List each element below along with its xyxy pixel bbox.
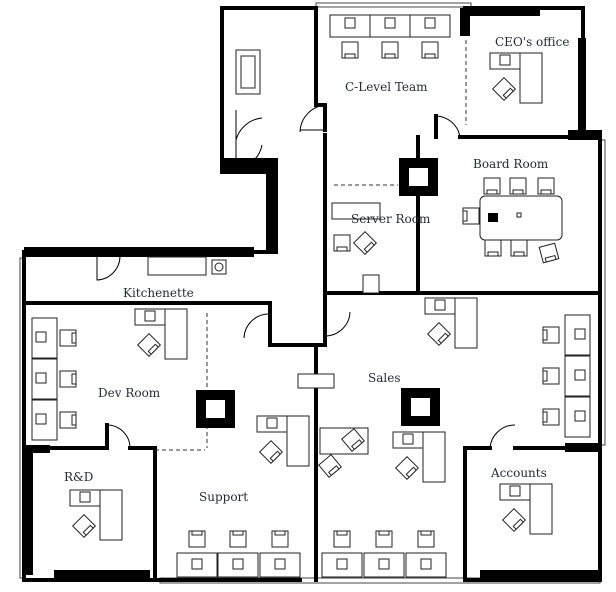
monitor [344, 17, 356, 29]
pillars [196, 158, 440, 428]
chair-back [82, 524, 94, 536]
chair-back [269, 450, 281, 462]
chair-back [336, 246, 348, 252]
chair-back [71, 414, 77, 426]
monitor [574, 369, 586, 381]
chair-back [437, 332, 449, 344]
door[interactable] [106, 424, 131, 449]
chair-back [540, 189, 552, 195]
monitor [434, 299, 446, 311]
monitor [79, 491, 91, 503]
chair-back [542, 411, 548, 423]
monitor [144, 310, 156, 322]
door[interactable] [96, 252, 121, 281]
server-rack [362, 274, 380, 294]
label-kitchenette: Kitchenette [123, 286, 194, 300]
monitor [266, 417, 278, 429]
chair-back [71, 373, 77, 385]
doors[interactable] [96, 104, 516, 449]
chair-back [384, 53, 396, 59]
desk-return [286, 415, 310, 467]
cabinet [297, 373, 335, 389]
monitor [424, 17, 436, 29]
chair-back [513, 251, 525, 257]
chair-back [274, 530, 286, 536]
chair-back [363, 241, 375, 253]
monitor [232, 558, 244, 570]
label-c-level-team: C-Level Team [345, 80, 428, 94]
monitor [402, 433, 414, 445]
fixtures [147, 49, 563, 389]
monitor [420, 558, 432, 570]
label-rnd: R&D [64, 470, 93, 484]
door[interactable] [435, 115, 461, 138]
chair-back [232, 530, 244, 536]
desk-return [164, 308, 188, 360]
chair-back [191, 530, 203, 536]
label-ceo-office: CEO's office [495, 35, 569, 49]
door[interactable] [299, 104, 326, 133]
chair-back [71, 332, 77, 344]
chair-back [351, 439, 363, 451]
monitor [274, 558, 286, 570]
walls [22, 6, 602, 582]
chair-back [344, 53, 356, 59]
chair-back [512, 189, 524, 195]
chair-back [486, 189, 498, 195]
monitor [499, 54, 511, 66]
desk [405, 552, 447, 578]
chair-back [542, 370, 548, 382]
label-sales: Sales [368, 371, 400, 385]
desk-return [422, 431, 446, 483]
monitor [384, 17, 396, 29]
monitor [509, 485, 521, 497]
chair-back [512, 518, 524, 530]
kitchen-counter [147, 256, 207, 276]
monitor [35, 372, 47, 384]
monitor [574, 328, 586, 340]
door[interactable] [489, 424, 516, 449]
chair-back [542, 329, 548, 341]
desk-return [99, 489, 123, 541]
label-board-room: Board Room [473, 157, 549, 171]
chair-back [487, 251, 499, 257]
chair-back [424, 53, 436, 59]
monitor [378, 558, 390, 570]
server-desk [331, 202, 381, 220]
chair-back [328, 465, 340, 477]
monitor [35, 413, 47, 425]
label-support: Support [199, 490, 248, 504]
chair-back [502, 87, 514, 99]
chair-back [405, 466, 417, 478]
chair-back [420, 530, 432, 536]
desk-return [519, 52, 543, 104]
chair-back [147, 343, 159, 355]
desk-return [529, 483, 553, 535]
label-dev-room: Dev Room [98, 386, 161, 400]
monitor [574, 410, 586, 422]
desk-return [454, 297, 478, 349]
chair-back [462, 210, 468, 222]
door[interactable] [235, 140, 263, 169]
chair-back [336, 530, 348, 536]
room-labels: C-Level Team CEO's office Board Room Ser… [64, 35, 569, 504]
furniture [31, 14, 591, 578]
door[interactable] [235, 110, 263, 141]
label-accounts: Accounts [490, 466, 547, 480]
label-server-room: Server Room [351, 212, 431, 226]
desk [217, 552, 259, 578]
monitor [191, 558, 203, 570]
monitor [336, 558, 348, 570]
chair-back [378, 530, 390, 536]
monitor [35, 331, 47, 343]
door[interactable] [243, 313, 269, 339]
door[interactable] [324, 311, 351, 337]
chair-back [544, 254, 557, 263]
